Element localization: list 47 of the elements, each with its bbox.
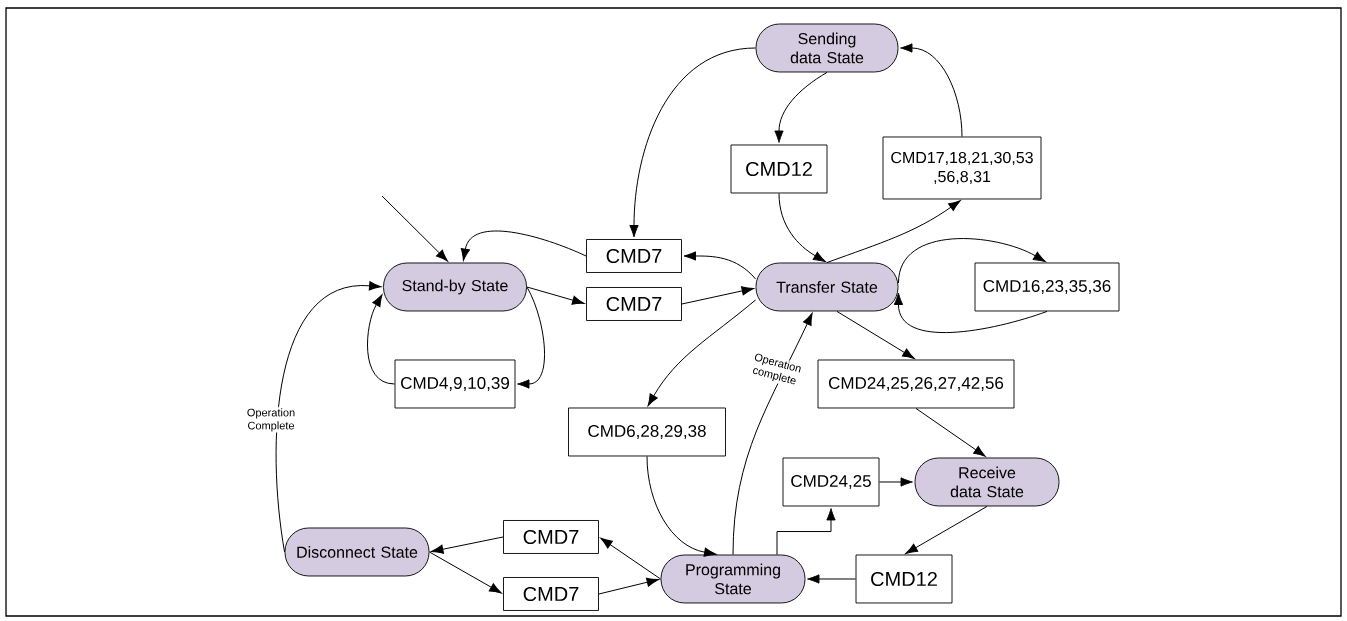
state-pill: Programming State [660,554,806,604]
arrow [428,551,502,594]
arrow [878,477,913,487]
arrow [681,286,754,305]
arrow [460,230,587,261]
arrow [807,574,857,584]
arrow [893,292,1048,333]
arrow [836,310,915,359]
arrow [915,407,986,457]
arrow [600,537,662,580]
arrow [897,238,1046,284]
arrow [776,508,836,556]
arrow [367,294,396,385]
arrow [646,455,717,557]
command-box: CMD12 [730,144,828,194]
command-box: CMD6,28,29,38 [568,407,726,457]
arrow [778,192,826,262]
command-box: CMD7 [503,577,599,611]
arrow [526,286,585,305]
arrow [826,200,961,264]
state-pill: Transfer State [755,262,899,312]
command-box: CMD12 [855,554,953,604]
arrow [905,505,988,554]
arrow [647,299,757,407]
arrow [629,47,757,238]
command-box: CMD24,25,26,27,42,56 [817,359,1015,409]
arrow [598,577,659,595]
command-box: CMD7 [503,520,599,554]
arrow [517,286,545,389]
arrow [431,536,504,554]
state-pill: Sending data State [755,23,899,73]
arrow [683,251,757,280]
command-box: CMD7 [586,287,682,321]
state-pill: Disconnect State [284,527,430,577]
arrow [732,312,813,556]
arrow [275,281,382,553]
command-box: CMD4,9,10,39 [394,359,516,409]
command-box: CMD17,18,21,30,53 ,56,8,31 [882,136,1042,200]
arrow [900,43,963,138]
command-box: CMD24,25 [782,457,880,507]
arrow [774,71,828,143]
state-pill: Stand-by State [383,262,527,312]
command-box: CMD7 [586,239,682,273]
edge-label: Operation Complete [242,407,300,433]
command-box: CMD16,23,35,36 [974,262,1120,312]
state-pill: Receive data State [914,457,1060,507]
arrow [381,195,448,262]
